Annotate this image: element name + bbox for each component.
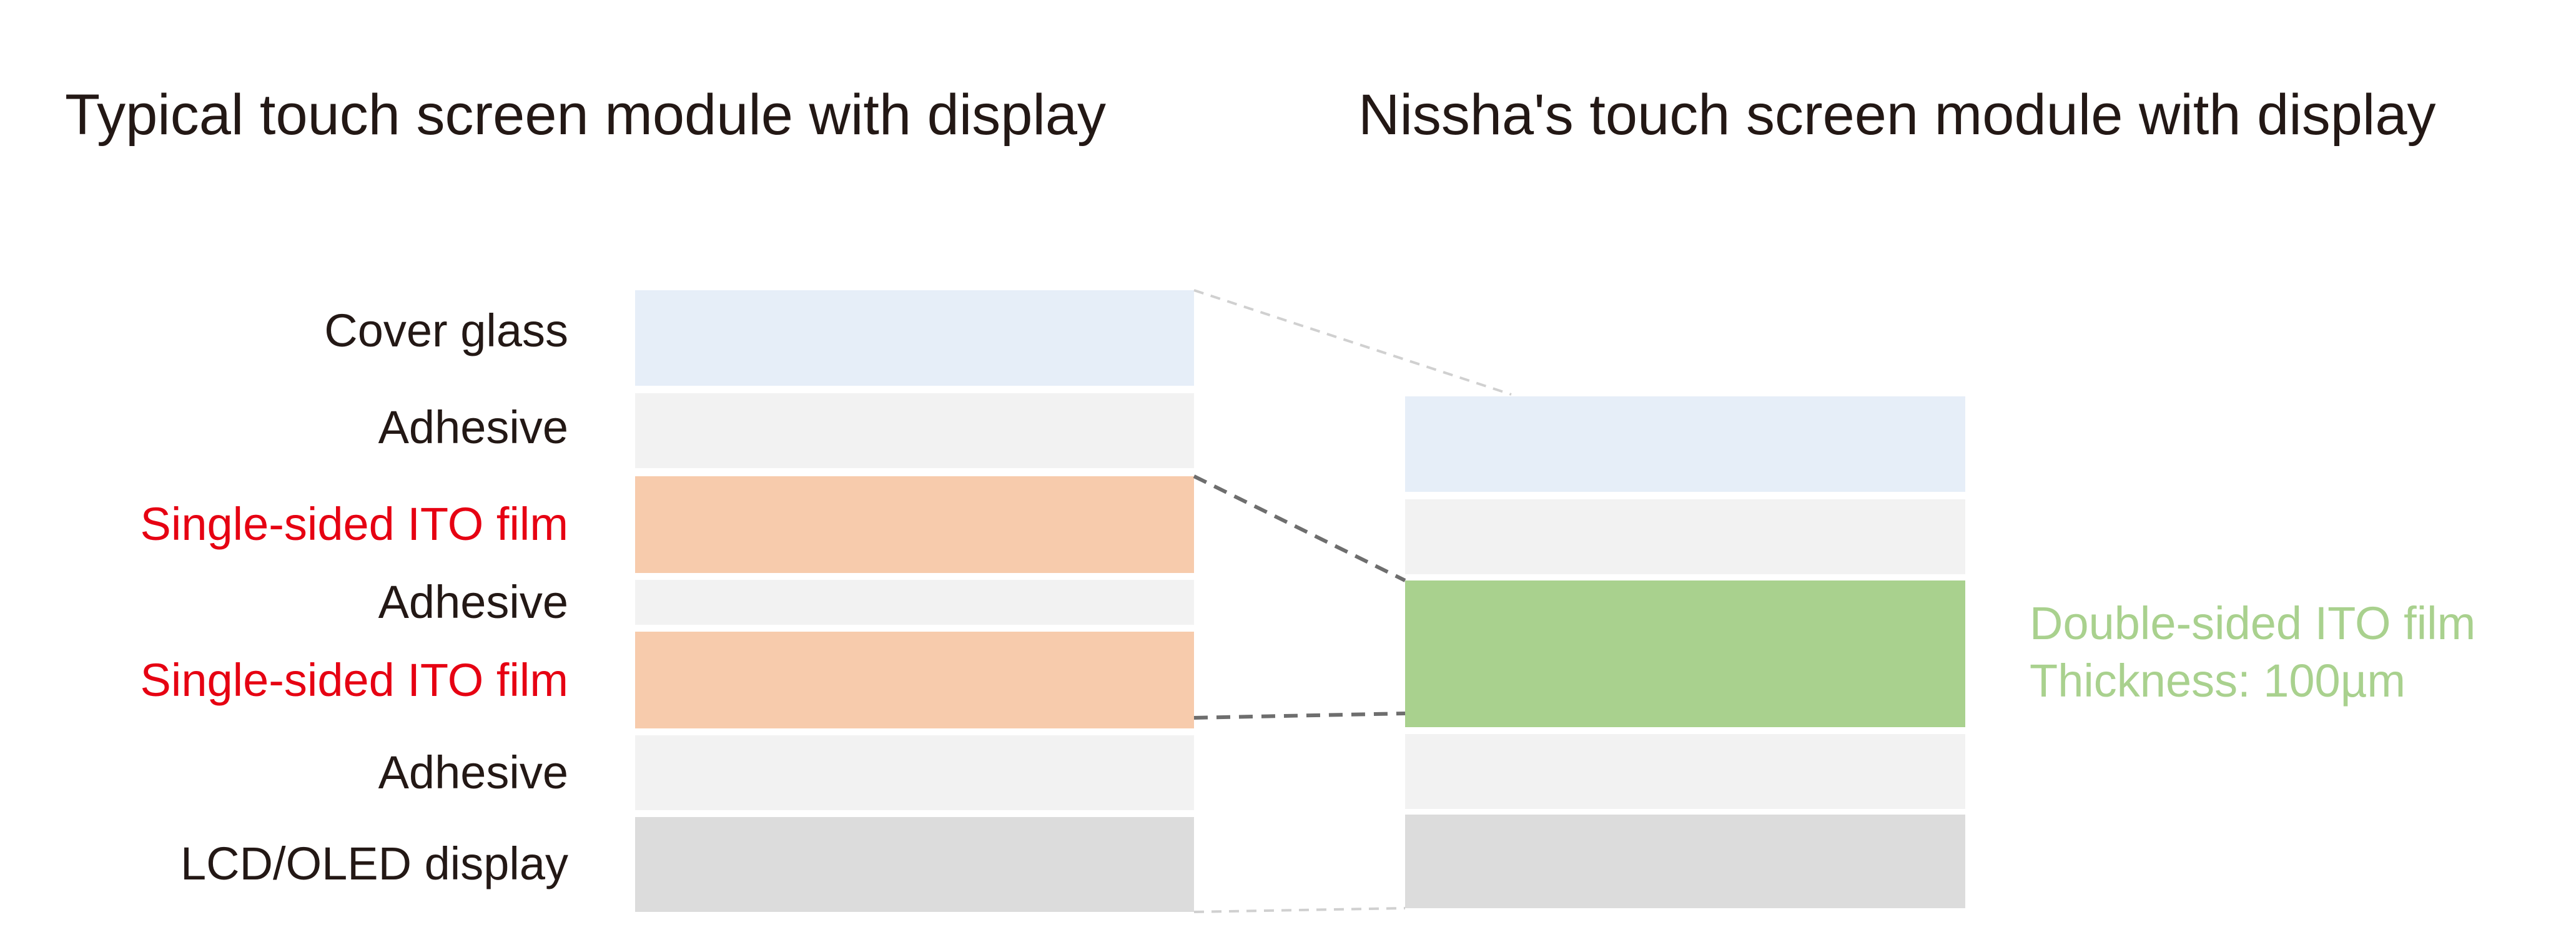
connector-film-bottom-dashed — [1193, 712, 1406, 720]
nissha-layer-double-sided-ito-film — [1405, 580, 1965, 727]
label-display: LCD/OLED display — [180, 838, 568, 889]
nissha-layer-adhesive-1 — [1405, 499, 1965, 574]
annotation-thickness: Thickness: 100µm — [2030, 655, 2406, 707]
nissha-module-heading: Nissha's touch screen module with displa… — [1358, 83, 2436, 147]
annotation-film-name: Double-sided ITO film — [2030, 597, 2476, 649]
nissha-layer-cover-glass — [1405, 396, 1965, 492]
label-adhesive-3: Adhesive — [378, 747, 568, 798]
connector-top-dashed — [1193, 289, 1512, 396]
typical-module-heading: Typical touch screen module with display — [65, 83, 1107, 147]
label-cover-glass: Cover glass — [324, 305, 568, 356]
typical-layer-ito-film-2 — [635, 632, 1194, 728]
label-adhesive-1: Adhesive — [378, 401, 568, 453]
typical-layer-adhesive-3 — [635, 735, 1194, 810]
typical-layer-ito-film-1 — [635, 476, 1194, 573]
typical-layer-adhesive-2 — [635, 580, 1194, 625]
typical-layer-cover-glass — [635, 290, 1194, 386]
label-ito-film-2: Single-sided ITO film — [140, 654, 568, 706]
typical-layer-adhesive-1 — [635, 393, 1194, 468]
typical-layer-display — [635, 817, 1194, 912]
connector-film-top-dashed — [1193, 474, 1406, 582]
label-adhesive-2: Adhesive — [378, 576, 568, 628]
nissha-layer-adhesive-2 — [1405, 734, 1965, 809]
nissha-layer-display — [1405, 815, 1965, 908]
label-ito-film-1: Single-sided ITO film — [140, 498, 568, 550]
connector-bottom-dashed — [1193, 907, 1406, 913]
